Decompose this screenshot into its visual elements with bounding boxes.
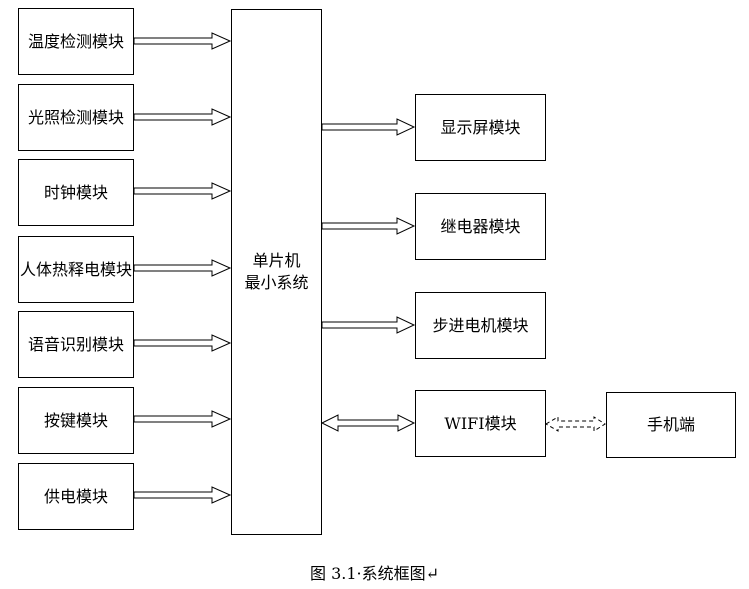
module-pir: 人体热释电模块 xyxy=(18,236,134,303)
module-voice: 语音识别模块 xyxy=(18,311,134,378)
module-light: 光照检测模块 xyxy=(18,84,134,151)
module-temperature: 温度检测模块 xyxy=(18,8,134,75)
arrow-keys-to-mcu xyxy=(133,410,232,428)
module-phone: 手机端 xyxy=(606,392,736,458)
module-power: 供电模块 xyxy=(18,463,134,530)
module-stepper: 步进电机模块 xyxy=(415,292,546,359)
module-label: 按键模块 xyxy=(43,410,108,430)
module-label: 手机端 xyxy=(646,415,695,434)
mcu-label-line2: 最小系统 xyxy=(244,273,309,292)
arrow-temperature-to-mcu xyxy=(133,32,232,50)
module-label: 显示屏模块 xyxy=(440,117,521,137)
module-label: 人体热释电模块 xyxy=(19,259,132,279)
arrow-mcu-wifi-bidirectional xyxy=(320,414,416,432)
mcu-label-line1: 单片机 xyxy=(252,251,301,270)
arrow-mcu-to-stepper xyxy=(321,316,416,334)
module-relay: 继电器模块 xyxy=(415,193,546,260)
module-label: WIFI模块 xyxy=(444,413,517,433)
module-label: 步进电机模块 xyxy=(432,315,529,335)
arrow-pir-to-mcu xyxy=(133,259,232,277)
module-label: 语音识别模块 xyxy=(27,334,124,354)
arrow-mcu-to-relay xyxy=(321,217,416,235)
module-label: 光照检测模块 xyxy=(27,107,124,127)
module-display: 显示屏模块 xyxy=(415,94,546,161)
module-clock: 时钟模块 xyxy=(18,159,134,226)
figure-caption: 图 3.1·系统框图↵ xyxy=(309,564,440,583)
arrow-mcu-to-display xyxy=(321,118,416,136)
module-label: 供电模块 xyxy=(43,486,108,506)
arrow-voice-to-mcu xyxy=(133,334,232,352)
module-label: 时钟模块 xyxy=(43,182,108,202)
arrow-clock-to-mcu xyxy=(133,182,232,200)
arrow-power-to-mcu xyxy=(133,486,232,504)
module-label: 继电器模块 xyxy=(440,216,521,236)
module-keys: 按键模块 xyxy=(18,387,134,454)
arrow-light-to-mcu xyxy=(133,108,232,126)
arrow-wifi-phone-wireless xyxy=(545,416,606,432)
mcu-minimum-system: 单片机 最小系统 xyxy=(231,9,322,535)
module-label: 温度检测模块 xyxy=(27,31,124,51)
module-wifi: WIFI模块 xyxy=(415,390,546,457)
